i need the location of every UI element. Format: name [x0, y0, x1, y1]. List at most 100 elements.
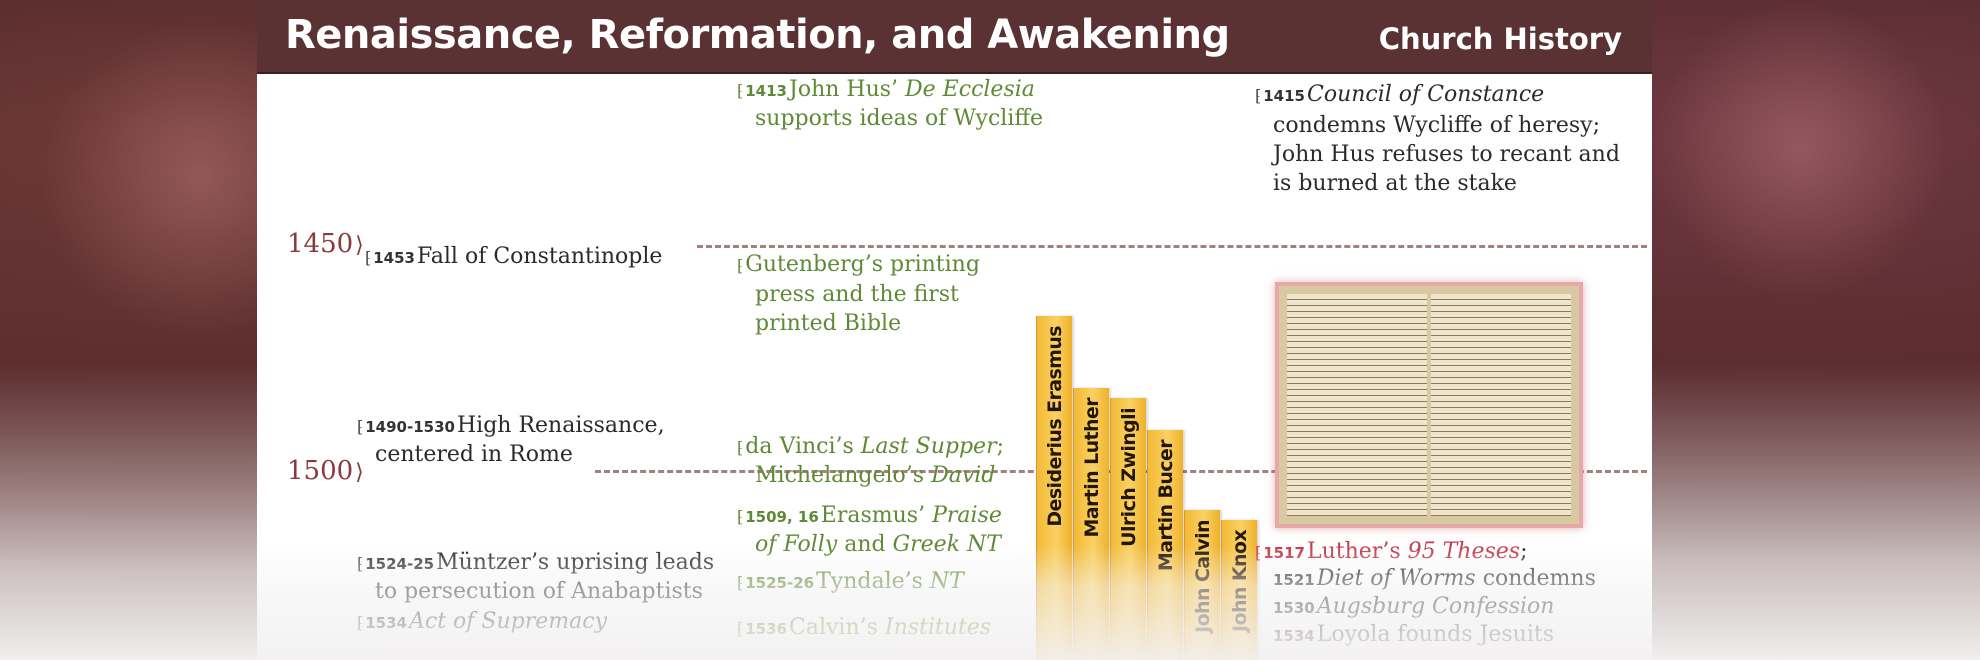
event-1453: ⁅1453Fall of Constantinople [365, 243, 662, 272]
bell-icon: ⁅ [737, 573, 744, 592]
event-text: Calvin’s [789, 615, 885, 640]
book-page-left [1287, 294, 1427, 516]
bell-icon: ⁅ [357, 554, 364, 573]
event-title: Act of Supremacy [409, 609, 608, 634]
bell-icon: ⁅ [357, 613, 364, 632]
bell-icon: ⁅ [737, 81, 744, 100]
event-1524: ⁅1524-25Müntzer’s uprising leads to pers… [357, 549, 714, 606]
event-text: press and the first [755, 282, 959, 307]
reformer-bar-erasmus: Desiderius Erasmus [1036, 316, 1072, 660]
reformer-name: John Knox [1228, 530, 1251, 632]
event-davinci: ⁅da Vinci’s Last Supper; Michelangelo’s … [737, 433, 1004, 490]
page-title: Renaissance, Reformation, and Awakening [285, 12, 1230, 58]
event-text: John Hus refuses to recant and [1273, 142, 1620, 167]
event-text: Fall of Constantinople [417, 244, 663, 269]
event-title: David [931, 463, 996, 488]
event-text: ; [996, 434, 1005, 459]
event-1490-1530: ⁅1490-1530High Renaissance, centered in … [357, 412, 665, 469]
event-1413: ⁅1413John Hus’ De Ecclesia supports idea… [737, 76, 1043, 133]
event-title: NT [929, 569, 964, 594]
event-text: and [837, 532, 893, 557]
event-1536: ⁅1536Calvin’s Institutes [737, 614, 991, 643]
page-subtitle: Church History [1378, 22, 1622, 56]
event-title: of Folly [755, 532, 838, 557]
event-text: condemns [1475, 566, 1596, 591]
background-glow-right [1650, 0, 1950, 300]
header-bar: Renaissance, Reformation, and Awakening … [257, 0, 1652, 74]
event-gutenberg: ⁅Gutenberg’s printing press and the firs… [737, 250, 980, 338]
event-title: Council of Constance [1307, 82, 1545, 107]
event-date: 1536 [745, 620, 787, 638]
bell-icon: ⁅ [365, 248, 372, 267]
event-date: 1509, 16 [745, 508, 819, 526]
event-1517: ⁅1517Luther’s 95 Theses; [1255, 538, 1527, 567]
event-text: High Renaissance, [456, 413, 665, 438]
reformer-name: Desiderius Erasmus [1043, 326, 1066, 527]
event-text: Gutenberg’s printing [745, 252, 980, 277]
event-text: Michelangelo’s [755, 463, 932, 488]
event-title: Augsburg Confession [1316, 594, 1555, 619]
event-text: ; [1520, 539, 1528, 564]
event-text: Luther’s [1307, 539, 1408, 564]
year-marker-1500: 1500⟩ [287, 456, 364, 486]
event-text: Loyola founds Jesuits [1316, 622, 1554, 647]
event-date: 1490-1530 [365, 418, 455, 436]
event-text: Tyndale’s [816, 569, 930, 594]
reformer-name: Martin Luther [1080, 398, 1103, 538]
bell-icon: ⁅ [737, 507, 744, 526]
event-date: 1534 [365, 614, 407, 632]
reformer-bar-zwingli: Ulrich Zwingli [1110, 398, 1146, 660]
year-marker-1450: 1450⟩ [287, 229, 364, 259]
event-date: 1415 [1263, 87, 1305, 105]
event-title: De Ecclesia [905, 77, 1035, 102]
event-1521: 1521Diet of Worms condemns [1273, 565, 1596, 594]
event-title: Praise [932, 503, 1002, 528]
reformer-name: Martin Bucer [1154, 440, 1177, 572]
timeline-divider-1450 [697, 245, 1647, 248]
event-text: John Hus’ [789, 77, 906, 102]
event-text: to persecution of Anabaptists [375, 579, 703, 604]
event-1509: ⁅1509, 16Erasmus’ Praise of Folly and Gr… [737, 502, 1002, 559]
event-text: is burned at the stake [1273, 171, 1517, 196]
theses-book-image [1275, 282, 1583, 528]
event-date: 1517 [1263, 544, 1305, 562]
reformer-bar-bucer: Martin Bucer [1147, 430, 1183, 660]
event-1534-act: ⁅1534Act of Supremacy [357, 608, 607, 637]
bell-icon: ⁅ [737, 256, 744, 275]
event-title: Diet of Worms [1316, 566, 1476, 591]
bell-icon: ⁅ [737, 619, 744, 638]
event-title: Last Supper [860, 434, 997, 459]
event-date: 1521 [1273, 571, 1315, 589]
event-title: Greek NT [892, 532, 1001, 557]
event-text: centered in Rome [375, 442, 573, 467]
bell-icon: ⁅ [357, 417, 364, 436]
event-1415: ⁅1415Council of Constance condemns Wycli… [1255, 80, 1620, 198]
event-date: 1534 [1273, 627, 1315, 645]
event-title: 95 Theses [1407, 539, 1521, 564]
event-date: 1453 [373, 249, 415, 267]
book-page-right [1431, 294, 1571, 516]
event-text: printed Bible [755, 311, 902, 336]
brace-icon: ⟩ [355, 233, 364, 258]
reformer-name: Ulrich Zwingli [1117, 408, 1140, 547]
event-title: Institutes [884, 615, 992, 640]
brace-icon: ⟩ [355, 460, 364, 485]
event-1534-loyola: 1534Loyola founds Jesuits [1273, 621, 1554, 650]
event-date: 1413 [745, 82, 787, 100]
event-date: 1525-26 [745, 574, 815, 592]
event-text: condemns Wycliffe of heresy; [1273, 113, 1600, 138]
year-label: 1500 [287, 456, 354, 486]
year-label: 1450 [287, 229, 354, 259]
reformer-bar-luther: Martin Luther [1073, 388, 1109, 660]
reformer-bar-calvin: John Calvin [1184, 510, 1220, 660]
event-1530: 1530Augsburg Confession [1273, 593, 1554, 622]
bell-icon: ⁅ [1255, 86, 1262, 105]
event-1525: ⁅1525-26Tyndale’s NT [737, 568, 964, 597]
bell-icon: ⁅ [1255, 543, 1262, 562]
event-date: 1530 [1273, 599, 1315, 617]
reformer-bar-knox: John Knox [1221, 520, 1257, 660]
event-text: da Vinci’s [745, 434, 861, 459]
event-date: 1524-25 [365, 555, 435, 573]
bell-icon: ⁅ [737, 438, 744, 457]
